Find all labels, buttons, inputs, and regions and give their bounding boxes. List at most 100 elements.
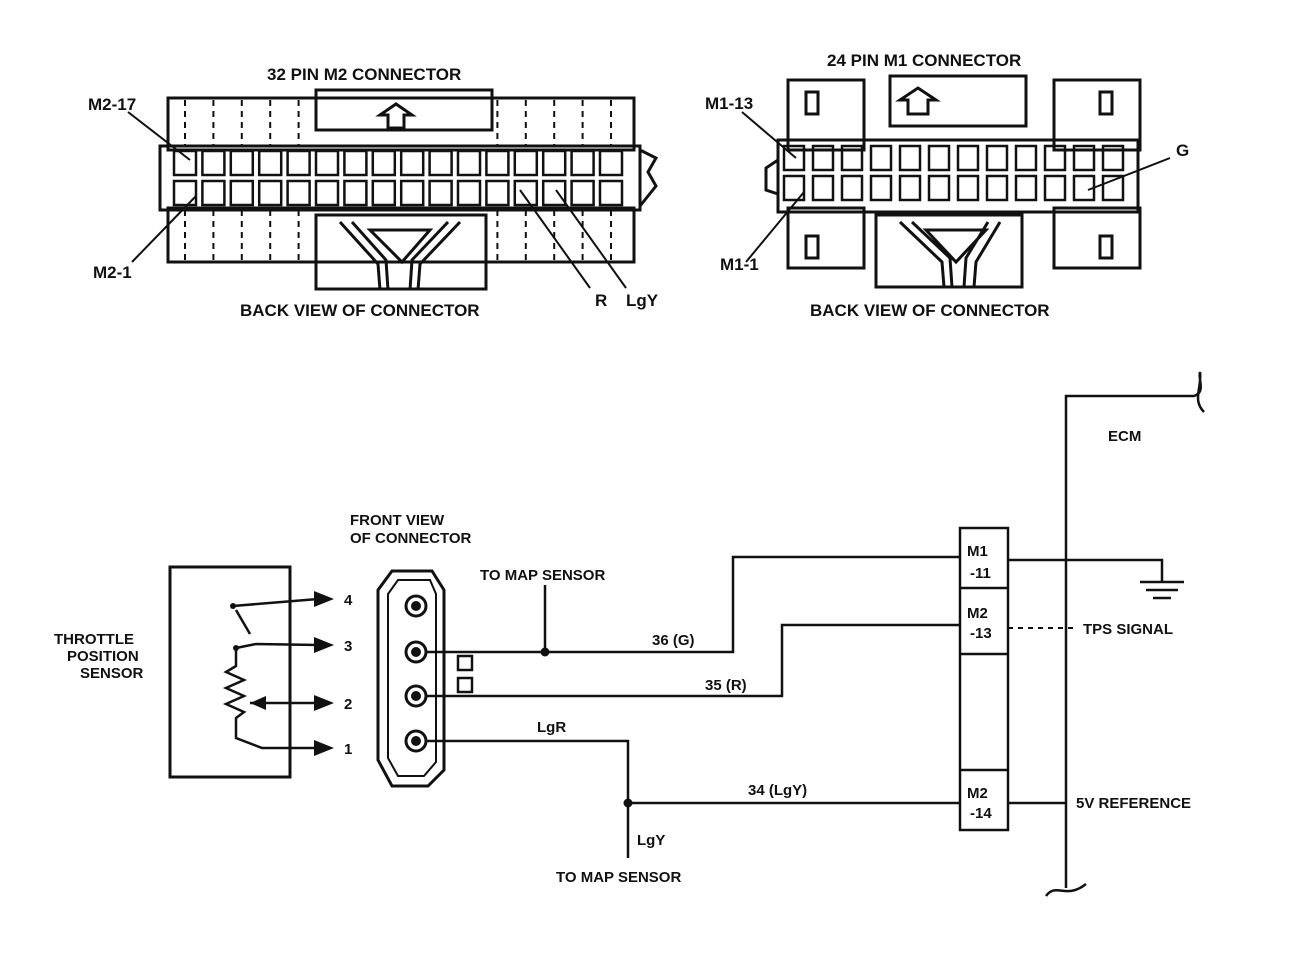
m2-pin-cavity [513, 149, 539, 177]
m2-pin-cavity [428, 149, 453, 177]
m1-pin-cavity [782, 174, 806, 202]
connector-inner [387, 579, 437, 777]
m1-pin-cavity [927, 144, 951, 172]
m2-pin-cavity [314, 179, 340, 207]
m1-pin-cavity [1101, 174, 1125, 202]
front-view-connector: FRONT VIEW OF CONNECTOR [350, 512, 474, 788]
splice-top [540, 647, 550, 657]
m2-connector: 32 PIN M2 CONNECTOR M2-17 M2-1 R LgY BAC… [88, 65, 659, 320]
m2-pin-cavity [371, 179, 397, 207]
m2-pin-cavity [343, 179, 368, 207]
m1-pin-cavity [869, 174, 893, 202]
m1-latch [764, 158, 779, 196]
m2-r-label: R [595, 291, 607, 310]
m1-slot-bl [804, 234, 820, 260]
ref-5v-label: 5V REFERENCE [1076, 795, 1191, 812]
m2-pin-cavity [257, 149, 283, 177]
m1-pin-cavity [898, 174, 922, 202]
wire-lgy-label: LgY [637, 832, 665, 849]
tps-signal-label: TPS SIGNAL [1083, 621, 1173, 638]
m1-slot-br [1098, 234, 1114, 260]
wire-35-r-label: 35 (R) [705, 677, 747, 694]
m2-pin-cavity [343, 149, 368, 177]
wire-35-r [426, 623, 960, 698]
m1-slot-tl [804, 90, 820, 116]
m2-pin-grid [172, 149, 624, 207]
m2-pin-cavity [541, 149, 567, 177]
m1-pin-cavity [1101, 144, 1125, 172]
m1-right-ear [1052, 78, 1142, 152]
m2-wire-exit [314, 213, 488, 291]
m2-pin-cavity [314, 149, 340, 177]
m2-latch [638, 148, 659, 207]
arrow-up-icon [375, 102, 417, 130]
connector-shell [376, 569, 446, 788]
sensor-name-line1: THROTTLE [54, 631, 134, 648]
m1-pin-grid [782, 144, 1125, 202]
m1-g-leader [1087, 157, 1171, 191]
wire-lgr [426, 739, 630, 858]
arrow-up-icon [895, 86, 941, 116]
splice-bottom [623, 798, 633, 808]
m2-pin-cavity [456, 179, 482, 207]
m2-pin-cavity [172, 149, 198, 177]
m2-pin-body [158, 144, 642, 212]
sensor-housing [168, 565, 292, 779]
m2-lgy-leader [555, 189, 627, 289]
ecm-label: ECM [1108, 428, 1141, 445]
pin3-arrow-icon [314, 637, 334, 653]
m2-14-line2: -14 [970, 805, 992, 822]
ecm-boundary [1064, 371, 1205, 888]
wiring: TO MAP SENSOR 36 (G) 35 (R) LgR 34 (LgY)… [426, 555, 960, 886]
to-map-top-label: TO MAP SENSOR [480, 567, 605, 584]
m2-pin-cavity [598, 179, 624, 207]
front-view-line1: FRONT VIEW [350, 512, 445, 529]
m2-pin-cavity [598, 149, 624, 177]
m1-left-lower-ear [786, 206, 866, 270]
m2-13-line1: M2 [967, 605, 988, 622]
m2-r-leader [519, 189, 591, 289]
m2-pin-cavity [229, 149, 255, 177]
ecm-connector-strip [958, 526, 1010, 832]
m1-right-lower-ear [1052, 206, 1142, 270]
ecm-block: ECM M1 -11 M2 -13 M2 -14 TPS SIGNAL 5V R… [958, 371, 1205, 897]
m1-pin-cavity [840, 144, 864, 172]
m2-13-line2: -13 [970, 625, 992, 642]
m2-17-label: M2-17 [88, 95, 136, 114]
m2-pin-cavity [485, 149, 510, 177]
sensor-name-line2: POSITION [67, 648, 139, 665]
m1-slot-tr [1098, 90, 1114, 116]
pin1-arrow-icon [314, 740, 334, 756]
m1-pin-cavity [811, 144, 835, 172]
m2-pin-cavity [257, 179, 283, 207]
m2-pin-cavity [399, 179, 425, 207]
pin4-label: 4 [344, 592, 353, 609]
m2-pin-cavity [229, 179, 255, 207]
m2-17-leader [127, 111, 191, 161]
m1-pin-cavity [1014, 174, 1038, 202]
m2-lgy-label: LgY [626, 291, 659, 310]
m1-pin-cavity [840, 174, 864, 202]
m2-pin-cavity [541, 179, 567, 207]
m2-pin-cavity [201, 149, 226, 177]
m1-13-leader [741, 111, 797, 159]
pin4-line [232, 597, 319, 608]
wire-lgr-label: LgR [537, 719, 566, 736]
cavity-3-pin [411, 647, 421, 657]
m1-pin-cavity [956, 174, 980, 202]
m1-pin-cavity [869, 144, 893, 172]
pin2-label: 2 [344, 696, 352, 713]
m2-1-label: M2-1 [93, 263, 132, 282]
m1-pin-cavity [1072, 144, 1096, 172]
ground-wire [1008, 558, 1164, 582]
m1-pin-cavity [1043, 144, 1067, 172]
cavity-1-pin [411, 736, 421, 746]
m1-view-label: BACK VIEW OF CONNECTOR [810, 301, 1050, 320]
m1-1-leader [745, 191, 805, 263]
m1-11-line1: M1 [967, 543, 988, 560]
m2-dashed-guides [184, 100, 612, 260]
wire-36-g [426, 555, 960, 654]
m1-pin-cavity [956, 144, 980, 172]
m2-pin-cavity [570, 149, 595, 177]
m1-connector: 24 PIN M1 CONNECTOR M1-13 M1-1 G BACK VI… [705, 51, 1189, 320]
